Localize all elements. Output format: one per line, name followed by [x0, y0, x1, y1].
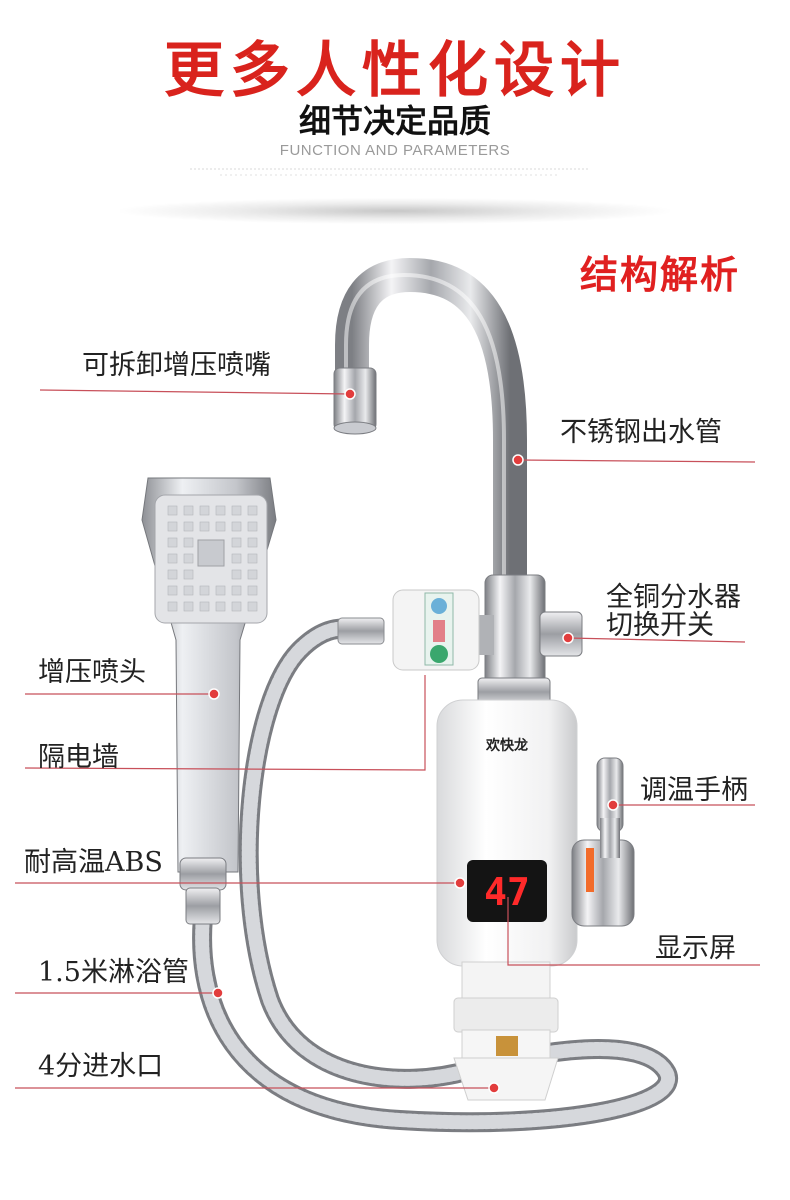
shower-nozzle-hole	[231, 585, 242, 596]
shower-nozzle-hole	[247, 537, 258, 548]
callout-display: 显示屏	[655, 933, 736, 964]
shower-nozzle-hole	[183, 521, 194, 532]
shower-nozzle-hole	[183, 569, 194, 580]
shower-head	[141, 477, 277, 925]
callout-diverter-line1: 全铜分水器	[606, 582, 741, 613]
page-title: 更多人性化设计	[164, 36, 626, 106]
page-caption: FUNCTION AND PARAMETERS	[279, 142, 511, 159]
section-title: 结构解析	[580, 253, 741, 297]
shower-nozzle-hole	[215, 521, 226, 532]
shower-nozzle-hole	[167, 537, 178, 548]
shower-nozzle-hole	[167, 601, 178, 612]
page-subtitle: 细节决定品质	[298, 102, 491, 140]
shower-nozzle-hole	[183, 585, 194, 596]
shower-nozzle-hole	[167, 521, 178, 532]
outlet-pipe	[335, 257, 527, 590]
decorative-fine-text-line	[190, 168, 590, 176]
leader-dots	[208, 388, 619, 1094]
callout-hose: 1.5米淋浴管	[38, 957, 189, 988]
callout-outlet-pipe: 不锈钢出水管	[560, 417, 722, 448]
shower-nozzle-hole	[231, 505, 242, 516]
shower-nozzle-hole	[199, 505, 210, 516]
leader-lines	[15, 389, 760, 1089]
header-shadow-divider	[120, 198, 670, 224]
shower-nozzle-hole	[167, 585, 178, 596]
shower-nozzle-hole	[247, 601, 258, 612]
shower-nozzle-hole	[215, 505, 226, 516]
shower-nozzle-hole	[247, 569, 258, 580]
shower-nozzle-hole	[247, 521, 258, 532]
shower-nozzle-hole	[183, 601, 194, 612]
shower-nozzle-hole	[167, 569, 178, 580]
callout-isolation-wall: 隔电墙	[38, 742, 119, 773]
shower-nozzle-hole	[231, 521, 242, 532]
shower-nozzle-hole	[199, 585, 210, 596]
callout-nozzle: 可拆卸增压喷嘴	[82, 350, 271, 381]
shower-nozzle-hole	[199, 601, 210, 612]
shower-nozzle-hole	[247, 505, 258, 516]
shower-nozzle-hole	[167, 553, 178, 564]
shower-nozzle-hole	[247, 553, 258, 564]
shower-nozzle-hole	[231, 537, 242, 548]
callout-diverter-line2: 切换开关	[606, 610, 714, 641]
product-brand: 欢快龙	[485, 737, 528, 754]
shower-nozzle-hole	[231, 553, 242, 564]
shower-nozzle-hole	[183, 553, 194, 564]
callout-abs: 耐高温ABS	[24, 847, 163, 878]
shower-nozzle-hole	[199, 521, 210, 532]
callout-inlet: 4分进水口	[38, 1051, 164, 1082]
shower-nozzle-hole	[231, 601, 242, 612]
shower-nozzle-hole	[183, 537, 194, 548]
shower-nozzle-hole	[247, 585, 258, 596]
display-readout: 47	[484, 870, 530, 914]
shower-nozzle-hole	[183, 505, 194, 516]
shower-nozzle-hole	[215, 585, 226, 596]
shower-nozzle-hole	[215, 601, 226, 612]
callout-diverter: 全铜分水器 切换开关	[606, 584, 741, 640]
shower-nozzle-hole	[231, 569, 242, 580]
callout-temp-handle: 调温手柄	[640, 775, 748, 806]
callout-shower-head: 增压喷头	[38, 657, 146, 688]
shower-nozzle-hole	[167, 505, 178, 516]
